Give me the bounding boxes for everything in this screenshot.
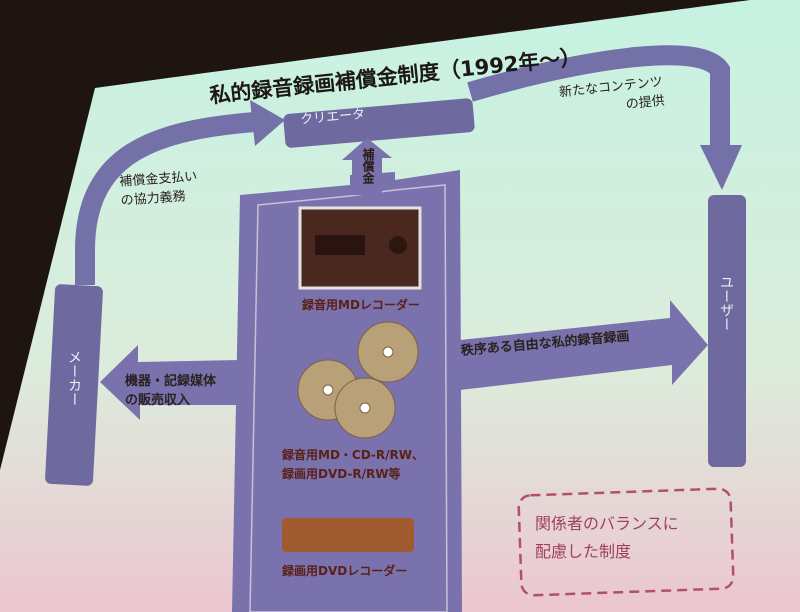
payment-duty-label: 補償金支払い の協力義務 xyxy=(119,167,199,210)
md-recorder-label: 録音用MDレコーダー xyxy=(302,298,420,312)
dvd-recorder-image xyxy=(282,518,414,552)
user-label: ユーザー xyxy=(718,275,734,331)
media-label: 録音用MD・CD-R/RW、 録画用DVD-R/RW等 xyxy=(282,446,424,484)
balance-note: 関係者のバランスに 配慮した制度 xyxy=(535,510,679,566)
payment-arrow xyxy=(75,112,256,285)
content-arrow xyxy=(467,45,730,150)
creator-box xyxy=(283,98,475,148)
balance-line: 関係者のバランスに xyxy=(535,514,679,533)
user-box xyxy=(708,195,746,467)
recording-arrow xyxy=(460,300,708,390)
media-line: 録音用MD・CD-R/RW、 xyxy=(282,448,424,462)
sales-income-label: 機器・記録媒体 の販売収入 xyxy=(125,372,216,410)
sales-arrow xyxy=(100,345,240,420)
maker-box xyxy=(45,284,103,486)
balance-box xyxy=(517,487,735,597)
sales-line: の販売収入 xyxy=(125,393,191,408)
maker-label: メーカー xyxy=(66,350,82,406)
dvd-recorder-label: 録画用DVDレコーダー xyxy=(282,564,408,578)
disc-images xyxy=(297,321,419,439)
sales-line: 機器・記録媒体 xyxy=(125,374,217,389)
payment-arrowhead xyxy=(250,100,285,146)
content-arrowhead xyxy=(700,145,742,190)
compensation-label: 補償金 xyxy=(361,148,375,184)
balance-line: 配慮した制度 xyxy=(535,542,632,561)
media-line: 録画用DVD-R/RW等 xyxy=(282,467,401,481)
compensation-arrow xyxy=(342,138,392,195)
